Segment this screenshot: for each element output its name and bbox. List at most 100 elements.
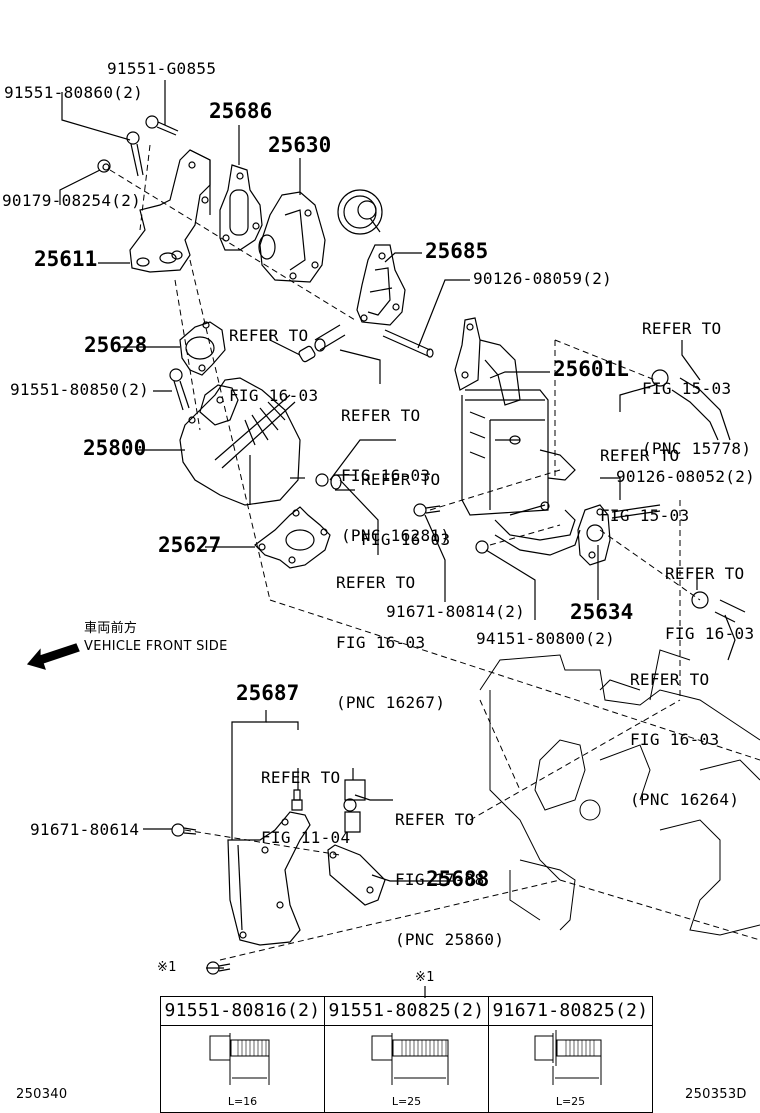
bolt-table-image-row: L=16 L=25 L=25 xyxy=(160,1025,653,1113)
reference-line1: REFER TO xyxy=(261,768,341,787)
reference-fig-16-03-pnc-16264[interactable]: REFER TO FIG 16-03 (PNC 16264) xyxy=(630,630,739,830)
bolt-part-cell[interactable]: 91551-80825(2) xyxy=(324,996,489,1026)
part-25628-gasket xyxy=(180,322,225,375)
bolt-length-label: L=16 xyxy=(227,1095,258,1108)
part-25686-gasket xyxy=(220,165,262,250)
reference-fig-16-03-pnc-16281[interactable]: REFER TO FIG 16-03 (PNC 16281) xyxy=(341,366,450,566)
reference-line2: FIG 16-03 xyxy=(361,530,451,549)
reference-line1: REFER TO xyxy=(642,319,722,338)
bolt-image-cell: L=16 xyxy=(160,1025,325,1113)
nut-94151-80800 xyxy=(476,541,488,553)
bolt-91671-80814 xyxy=(414,504,440,516)
part-label-90126-08052[interactable]: 90126-08052(2) xyxy=(616,467,756,486)
bolt-length-label: L=25 xyxy=(391,1095,422,1108)
part-label-25627[interactable]: 25627 xyxy=(158,533,222,557)
hoses-right xyxy=(652,370,745,622)
part-label-25630[interactable]: 25630 xyxy=(268,133,332,157)
part-label-25800[interactable]: 25800 xyxy=(83,436,147,460)
bolt-table-header-row: 91551-80816(2) 91551-80825(2) 91671-8082… xyxy=(160,996,653,1026)
reference-line2: FIG 11-04 xyxy=(261,828,351,847)
part-25630-egr-valve xyxy=(259,190,382,282)
engine-block xyxy=(480,650,760,935)
part-25688-bracket xyxy=(328,845,385,905)
reference-line1: REFER TO xyxy=(665,564,745,583)
part-label-25601L[interactable]: 25601L xyxy=(553,357,629,381)
reference-line1: REFER TO xyxy=(336,573,416,592)
reference-line3: (PNC 16264) xyxy=(630,790,740,809)
bolt-length-label: L=25 xyxy=(555,1095,586,1108)
bolt-91671-80614 xyxy=(172,824,196,836)
part-label-25685[interactable]: 25685 xyxy=(425,239,489,263)
part-label-25686[interactable]: 25686 xyxy=(209,99,273,123)
reference-line1: REFER TO xyxy=(229,326,309,345)
reference-line1: REFER TO xyxy=(361,470,441,489)
part-25601L-egr-cooler xyxy=(455,318,580,555)
bolt-note-1 xyxy=(207,962,230,974)
bolt-part-cell[interactable]: 91551-80816(2) xyxy=(160,996,325,1026)
reference-fig-16-03-c[interactable]: REFER TO FIG 16-03 xyxy=(665,524,754,664)
part-label-90179-08254[interactable]: 90179-08254(2) xyxy=(2,191,142,210)
reference-line3: (PNC 15778) xyxy=(642,439,752,458)
reference-line3: (PNC 16281) xyxy=(341,526,451,545)
part-label-94151-80800[interactable]: 94151-80800(2) xyxy=(476,629,616,648)
reference-line2: FIG 15-03 xyxy=(600,506,690,525)
reference-line1: REFER TO xyxy=(341,406,421,425)
reference-fig-17-08-pnc-25860[interactable]: REFER TO FIG 17-08 (PNC 25860) xyxy=(395,770,504,970)
bolt-91551-G0855 xyxy=(146,116,178,135)
reference-line2: FIG 16-03 xyxy=(630,730,720,749)
reference-line2: FIG 17-08 xyxy=(395,870,485,889)
bolt-part-cell[interactable]: 91671-80825(2) xyxy=(488,996,653,1026)
bolt-image-cell: L=25 xyxy=(324,1025,489,1113)
part-25685-gasket xyxy=(357,245,405,325)
part-label-25687[interactable]: 25687 xyxy=(236,681,300,705)
part-label-91671-80614[interactable]: 91671-80614 xyxy=(30,820,140,839)
part-label-91671-80814[interactable]: 91671-80814(2) xyxy=(386,602,526,621)
reference-line1: REFER TO xyxy=(630,670,710,689)
nut-90179-08254 xyxy=(98,160,110,172)
part-label-91551-80850[interactable]: 91551-80850(2) xyxy=(10,380,150,399)
reference-fig-16-03-b[interactable]: REFER TO FIG 16-03 xyxy=(361,430,450,570)
reference-fig-16-03-a[interactable]: REFER TO FIG 16-03 xyxy=(229,286,318,426)
part-label-25611[interactable]: 25611 xyxy=(34,247,98,271)
note-mark-bolt: ※1 xyxy=(157,960,177,975)
bolt-spec-table: 91551-80816(2) 91551-80825(2) 91671-8082… xyxy=(160,996,653,1113)
reference-line1: REFER TO xyxy=(395,810,475,829)
bolt-image-cell: L=25 xyxy=(488,1025,653,1113)
part-25634-gasket xyxy=(578,505,610,565)
reference-fig-16-03-pnc-16267[interactable]: REFER TO FIG 16-03 (PNC 16267) xyxy=(336,533,445,733)
clamp-fig-16-03 xyxy=(298,325,355,490)
part-25687-bracket xyxy=(228,812,310,945)
reference-fig-15-03-pnc-15778[interactable]: REFER TO FIG 15-03 (PNC 15778) xyxy=(642,279,751,479)
stud-90126-08052 xyxy=(612,505,660,518)
note-mark-table: ※1 xyxy=(415,970,435,985)
bolt-91551-80860 xyxy=(127,132,143,176)
reference-fig-11-04[interactable]: REFER TO FIG 11-04 xyxy=(261,728,350,868)
sensor-fig-11-04 xyxy=(292,790,302,810)
part-label-91551-80860[interactable]: 91551-80860(2) xyxy=(4,83,144,102)
part-label-25634[interactable]: 25634 xyxy=(570,600,634,624)
part-label-25688[interactable]: 25688 xyxy=(426,867,490,891)
assembly-dashed-lines xyxy=(110,145,760,960)
reference-line2: FIG 16-03 xyxy=(341,466,431,485)
vehicle-front-english: VEHICLE FRONT SIDE xyxy=(84,639,228,654)
reference-line3: (PNC 25860) xyxy=(395,930,505,949)
reference-line2: FIG 16-03 xyxy=(665,624,755,643)
illustration-code-left: 250340 xyxy=(16,1087,68,1102)
reference-line2: FIG 16-03 xyxy=(336,633,426,652)
bolt-91551-80850 xyxy=(170,369,189,410)
reference-line2: FIG 16-03 xyxy=(229,386,319,405)
arrow-left-icon xyxy=(28,644,79,669)
reference-fig-15-03-b[interactable]: REFER TO FIG 15-03 xyxy=(600,406,689,546)
part-25800 xyxy=(180,378,305,505)
vehicle-front-japanese: 車両前方 xyxy=(84,621,138,636)
part-label-90126-08059[interactable]: 90126-08059(2) xyxy=(473,269,613,288)
part-label-25628[interactable]: 25628 xyxy=(84,333,148,357)
reference-line2: FIG 15-03 xyxy=(642,379,732,398)
part-25611 xyxy=(130,150,210,272)
leader-lines xyxy=(60,80,735,998)
vsv-fig-17-08 xyxy=(344,768,365,832)
part-label-91551-G0855[interactable]: 91551-G0855 xyxy=(107,59,217,78)
reference-line3: (PNC 16267) xyxy=(336,693,446,712)
illustration-code-right: 250353D xyxy=(685,1087,747,1102)
reference-line1: REFER TO xyxy=(600,446,680,465)
